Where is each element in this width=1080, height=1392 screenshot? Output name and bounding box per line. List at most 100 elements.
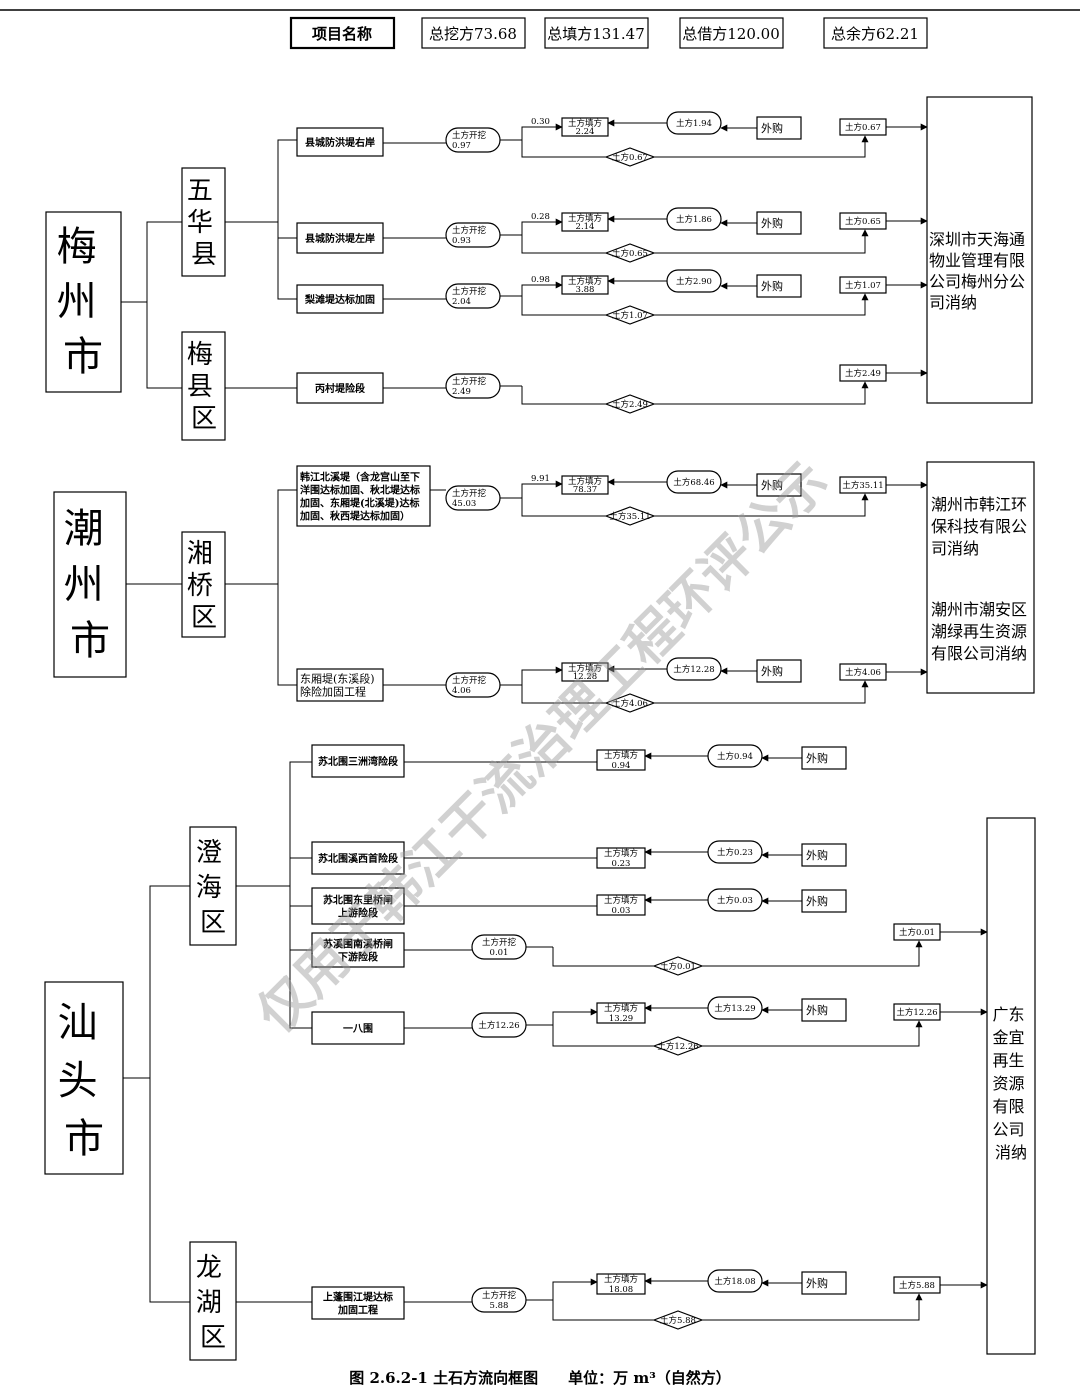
surplus-flow-value: 土方0.65 [612, 248, 648, 259]
district-wuhua: 五 华 县 [187, 176, 221, 270]
region-meizhou: 梅 州 市 [57, 224, 110, 380]
total-borrow: 总借方120.00 [682, 25, 780, 43]
reuse-value: 0.28 [531, 212, 550, 222]
reuse-flow [521, 281, 563, 296]
external-purchase-label: 外购 [806, 1003, 828, 1017]
excavation-value: 2.49 [452, 387, 471, 397]
purchase-soil-value: 土方18.08 [714, 1276, 755, 1287]
total-excavation-box [421, 17, 526, 49]
project-box [296, 668, 384, 702]
figure-caption: 图 2.6.2-1 土石方流向框图单位：万 m³（自然方） [349, 1369, 731, 1387]
surplus-flow-value: 土方0.01 [660, 961, 696, 972]
district-xiangqiao: 湘 桥 区 [187, 539, 221, 633]
surplus-value: 土方5.88 [899, 1280, 935, 1291]
excavation-value: 0.93 [452, 236, 471, 246]
fill-label: 土方填方 [604, 895, 638, 906]
surplus-flow-node [604, 693, 656, 713]
fill-node [596, 847, 646, 869]
excavation-label: 土方开挖 [452, 675, 487, 686]
project-box [296, 465, 431, 527]
fill-label: 土方填方 [568, 663, 602, 674]
purchase-soil-value: 土方0.23 [717, 847, 753, 858]
purchase-soil-value: 土方1.94 [676, 118, 712, 129]
disposal-meizhou: 深圳市天海通 物业管理有限 公司梅州分公 司消纳 [929, 230, 1030, 312]
fill-node [596, 749, 646, 771]
surplus-value: 土方12.26 [896, 1007, 937, 1018]
disposal-shantou-box [986, 817, 1036, 1355]
fill-label: 土方填方 [604, 1003, 638, 1014]
surplus-value: 土方0.65 [845, 216, 881, 227]
external-purchase-label: 外购 [806, 848, 828, 862]
purchase-soil-value: 土方0.03 [717, 895, 753, 906]
project-box [311, 744, 405, 778]
district-xiangqiao-box [181, 531, 226, 638]
reuse-value: 9.91 [531, 474, 550, 484]
region-meizhou-box [45, 211, 122, 393]
project-box [311, 1286, 405, 1320]
reuse-flow [521, 123, 563, 140]
excavation-value: 45.03 [452, 499, 476, 509]
fill-value: 3.88 [576, 285, 595, 295]
district-boxes: 五 华 县 梅 县 区 湘 桥 区 澄 海 区 龙 湖 区 [181, 167, 237, 1361]
reuse-flow [552, 1008, 598, 1025]
purchase-soil-value: 土方13.29 [714, 1003, 755, 1014]
project-name: 上蓬围江堤达标 [323, 1291, 393, 1304]
disposal-chaozhou-b: 潮州市潮安区 潮绿再生资源 有限公司消纳 [931, 600, 1032, 663]
purchase-soil-value: 土方12.28 [673, 664, 714, 675]
surplus-flow [521, 493, 869, 517]
purchase-soil-value: 土方1.86 [676, 214, 712, 225]
disposal-chaozhou-box [926, 461, 1035, 694]
figure-unit: 单位：万 m³（自然方） [568, 1369, 731, 1387]
excavation-value: 土方12.26 [478, 1020, 519, 1031]
project-name: 县城防洪堤左岸 [305, 232, 375, 245]
fill-label: 土方填方 [568, 213, 602, 224]
project-name: 除险加固工程 [300, 685, 366, 699]
district-meixian: 梅 县 区 [187, 340, 221, 434]
project-name: 丙村堤险段 [315, 382, 365, 395]
fill-value: 0.94 [612, 761, 631, 771]
reuse-flow [521, 666, 563, 685]
project-name: 东厢堤(东溪段) [300, 672, 375, 686]
external-purchase-label: 外购 [761, 478, 783, 492]
reuse-value: 0.30 [531, 117, 550, 127]
surplus-flow [521, 135, 869, 158]
project-name: 加固、东厢堤(北溪堤)达标 [299, 497, 419, 510]
project-name: 加固工程 [337, 1304, 378, 1317]
project-box [311, 841, 405, 875]
district-chenghai: 澄 海 区 [196, 838, 230, 938]
surplus-flow [552, 1020, 923, 1047]
surplus-value: 土方35.11 [842, 480, 883, 491]
fill-label: 土方填方 [568, 118, 602, 129]
disposal-boxes: 深圳市天海通 物业管理有限 公司梅州分公 司消纳 潮州市韩江环 保科技有限公 司… [926, 96, 1036, 1355]
total-surplus: 总余方62.21 [831, 25, 919, 43]
fill-node [596, 1002, 646, 1024]
region-boxes: 梅 州 市 潮 州 市 汕 头 市 [44, 211, 127, 1175]
surplus-flow-value: 土方12.26 [657, 1041, 698, 1052]
total-borrow-box [679, 17, 784, 49]
project-box [296, 284, 384, 314]
reuse-flow [521, 480, 563, 498]
fill-value: 78.37 [573, 485, 597, 495]
surplus-flow [552, 1293, 923, 1321]
fill-label: 土方填方 [604, 750, 638, 761]
project-name: 苏北围三洲湾险段 [318, 755, 398, 768]
surplus-flow-value: 土方5.88 [660, 1315, 696, 1326]
fill-value: 18.08 [609, 1285, 633, 1295]
excavation-label: 土方开挖 [482, 1290, 517, 1301]
reuse-flow [552, 1278, 598, 1300]
fill-value: 0.03 [612, 906, 631, 916]
excavation-value: 2.04 [452, 297, 471, 307]
project-name: 韩江北溪堤（含龙宫山至下 [300, 471, 420, 484]
fill-label: 土方填方 [568, 276, 602, 287]
fill-value: 13.29 [609, 1014, 633, 1024]
project-name: 上游险段 [338, 907, 378, 920]
disposal-shantou: 广东 金宜 再生 资源 有限 公司 消纳 [992, 1005, 1029, 1162]
external-purchase-label: 外购 [806, 1276, 828, 1290]
external-purchase-label: 外购 [761, 216, 783, 230]
purchase-soil-value: 土方0.94 [717, 751, 753, 762]
external-purchase-label: 外购 [806, 894, 828, 908]
excavation-value: 4.06 [452, 686, 471, 696]
surplus-flow [521, 381, 869, 405]
